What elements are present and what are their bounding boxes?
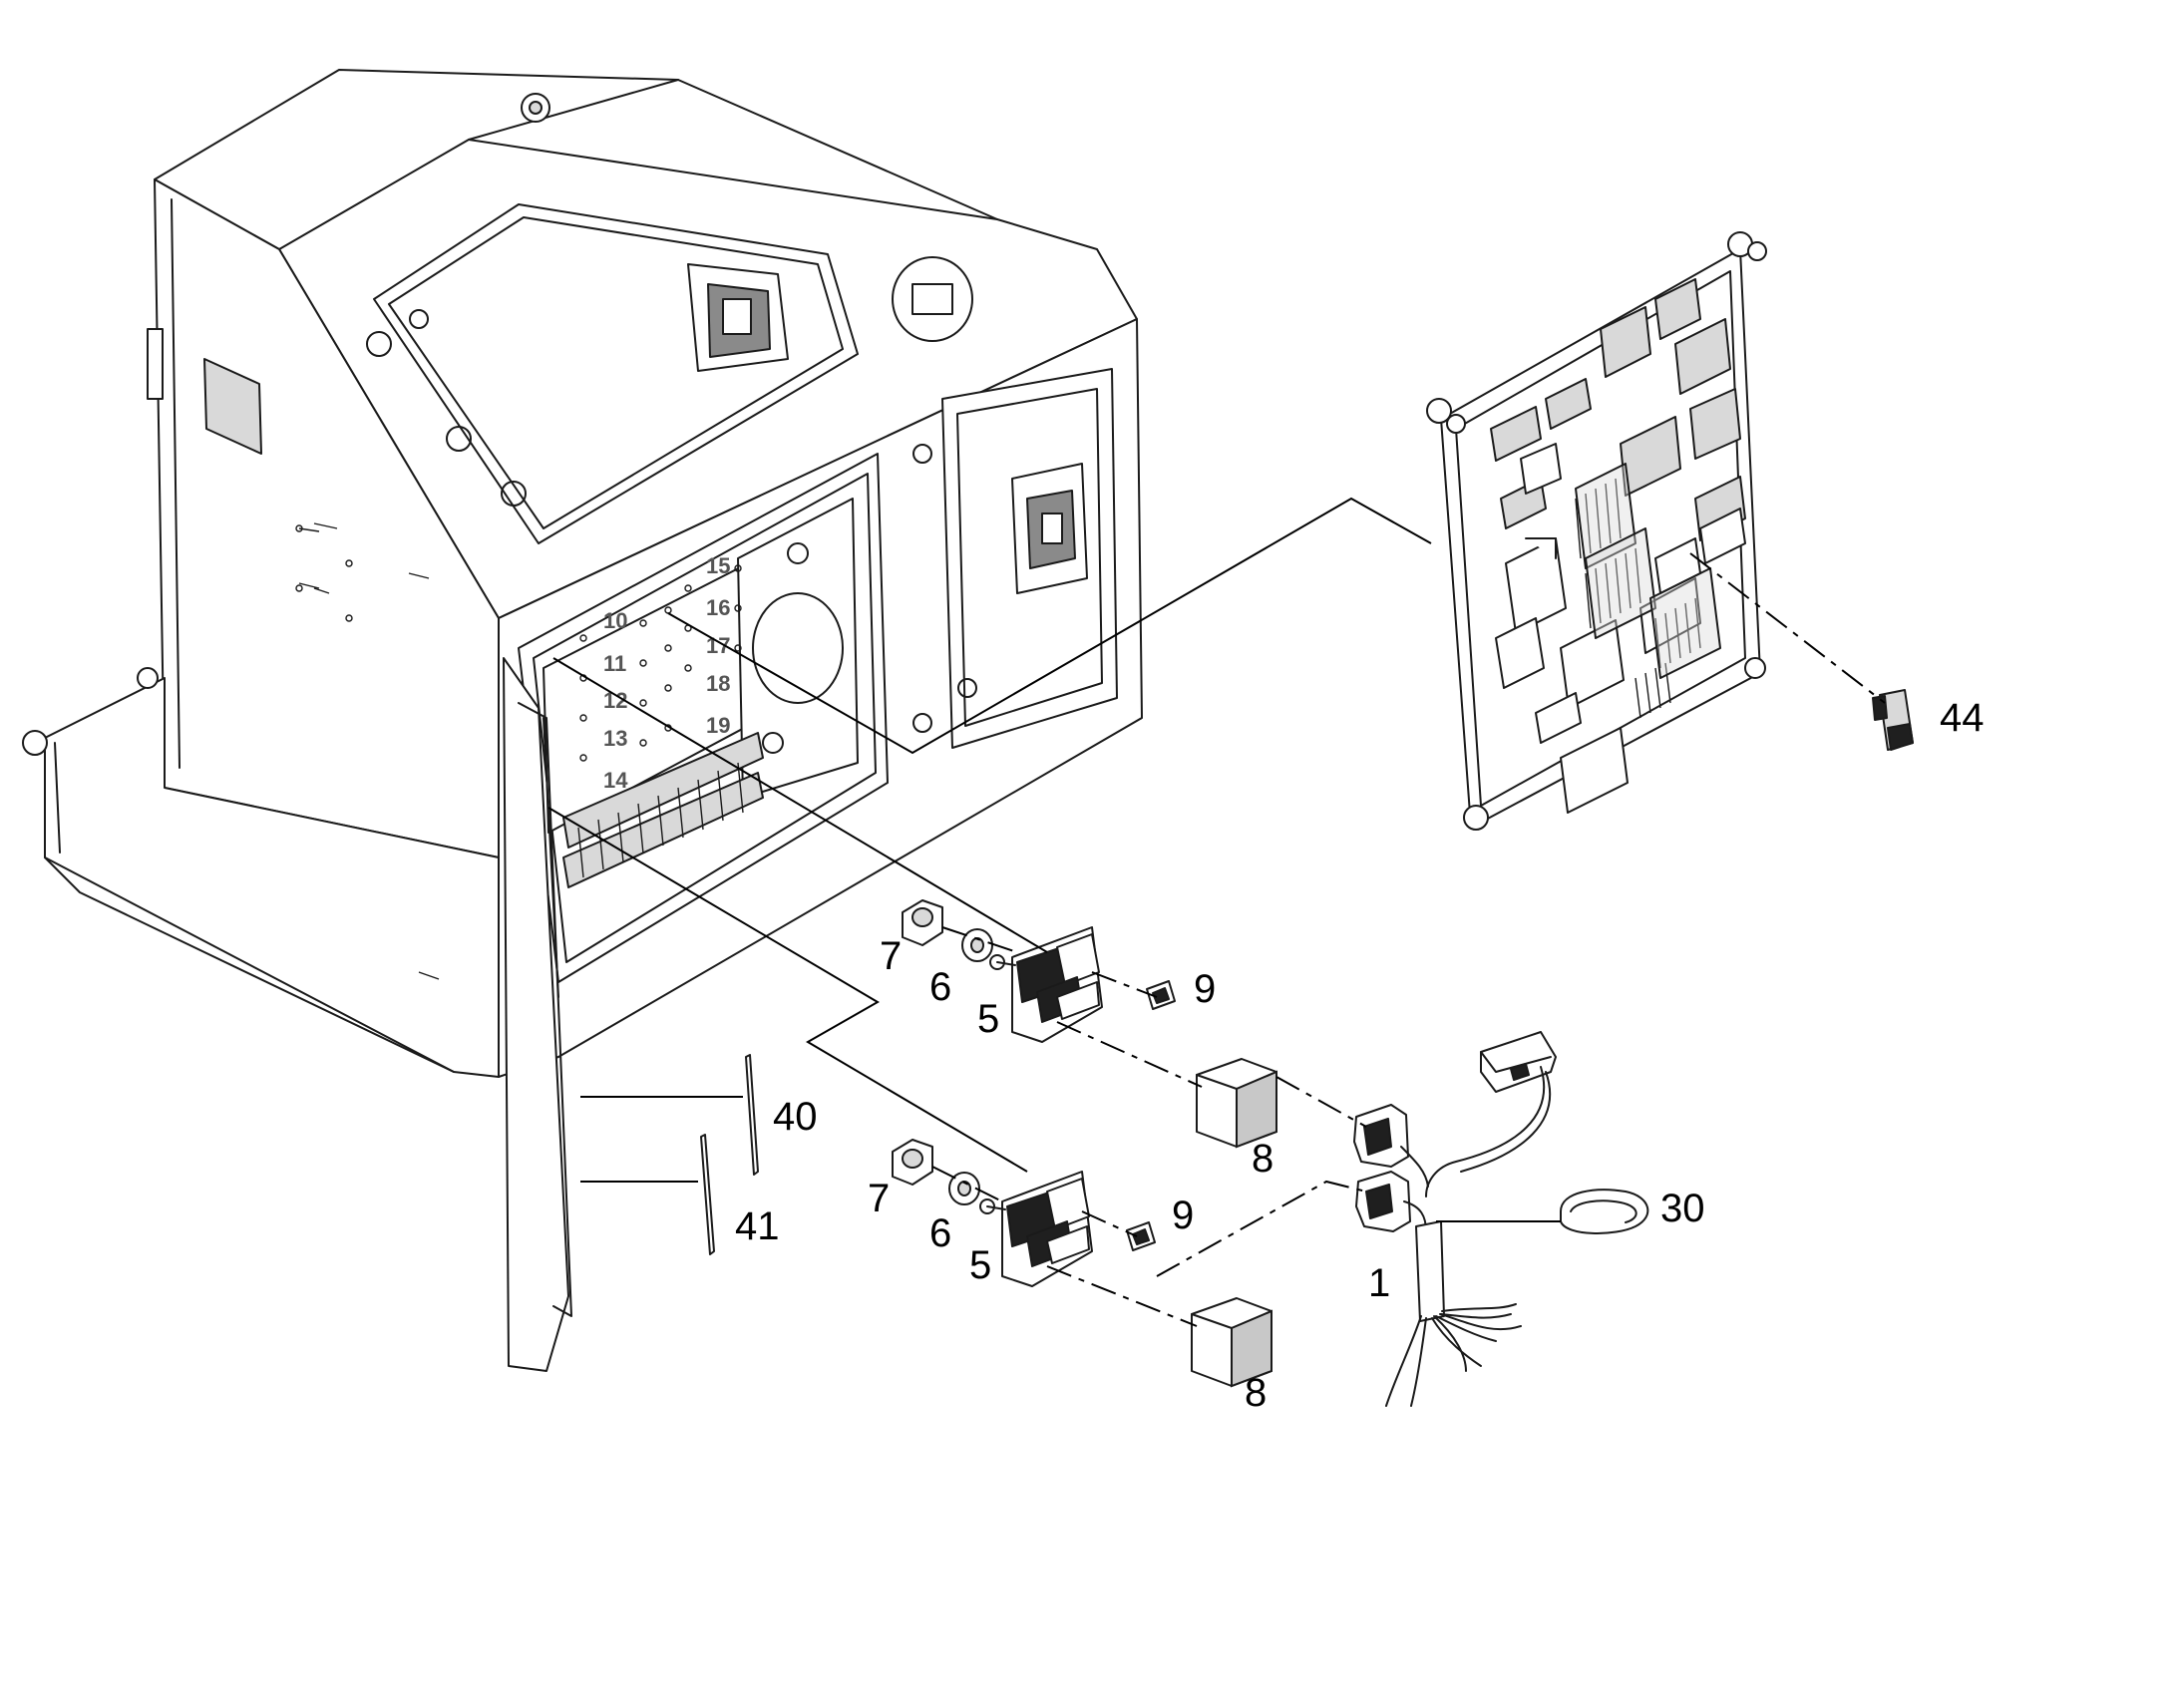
callout-7-upper: 7	[880, 934, 902, 978]
callout-labels: 44 7 6 5 9 8 40 41 7 6 5 9 8 30 1	[735, 696, 1985, 1415]
part-1-wiring-harness	[1353, 1031, 1557, 1407]
part-9-fuse-upper	[1146, 980, 1176, 1010]
part-41-seal-strip	[700, 1134, 715, 1255]
panel-number-14: 14	[603, 768, 628, 793]
callout-44: 44	[1940, 696, 1985, 740]
part-6-washer-upper	[961, 928, 993, 962]
callout-30: 30	[1660, 1187, 1705, 1230]
callout-41: 41	[735, 1204, 780, 1248]
panel-number-19: 19	[706, 713, 730, 738]
part-9-fuse-lower	[1126, 1221, 1156, 1251]
callout-9-upper: 9	[1194, 967, 1216, 1011]
dash-dot-assembly-lines	[931, 552, 1886, 1327]
part-40-seal-strip	[745, 1054, 759, 1176]
panel-number-18: 18	[706, 671, 730, 696]
panel-number-11: 11	[603, 651, 626, 676]
callout-7-lower: 7	[868, 1177, 890, 1220]
cabinet-opening: 10 11 12 13 14 15 16 17 18 19	[518, 453, 889, 983]
callout-9-lower: 9	[1172, 1194, 1194, 1237]
callout-5-upper: 5	[977, 997, 999, 1041]
panel-number-10: 10	[603, 608, 627, 633]
main-circuit-board	[1426, 231, 1767, 831]
callout-5-lower: 5	[969, 1243, 991, 1287]
cabinet-door	[503, 657, 572, 1372]
panel-number-13: 13	[603, 726, 627, 751]
callout-8-lower: 8	[1245, 1371, 1267, 1415]
part-7-nut-lower	[892, 1139, 933, 1186]
callout-6-lower: 6	[929, 1211, 951, 1255]
relay-socket-assembly-upper	[902, 899, 1277, 1149]
relay-socket-assembly-lower	[892, 1139, 1272, 1388]
callout-6-upper: 6	[929, 965, 951, 1009]
part-8-relay-upper	[1196, 1058, 1277, 1149]
panel-number-15: 15	[706, 553, 730, 578]
callout-8-upper: 8	[1252, 1137, 1273, 1181]
callout-40: 40	[773, 1095, 818, 1139]
part-5-relay-socket-upper	[989, 926, 1103, 1043]
part-8-relay-lower	[1191, 1297, 1272, 1388]
part-7-nut-upper	[902, 899, 943, 946]
part-5-relay-socket-lower	[979, 1171, 1093, 1287]
part-44-fuse-puller	[1872, 689, 1914, 751]
panel-number-16: 16	[706, 595, 730, 620]
part-30-cable-tie	[1560, 1189, 1649, 1234]
callout-1: 1	[1368, 1261, 1390, 1305]
leader-lines	[547, 497, 1561, 1222]
